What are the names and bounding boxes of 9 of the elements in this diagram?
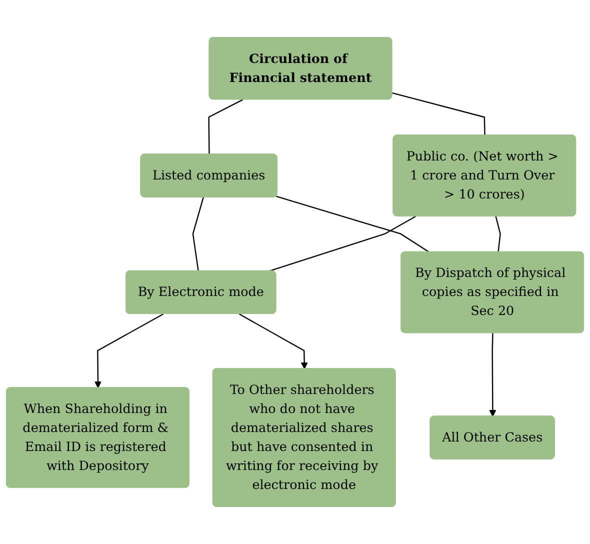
connector bbox=[392, 92, 486, 136]
connector bbox=[208, 99, 244, 154]
arrow bbox=[489, 333, 496, 417]
connector bbox=[276, 196, 430, 253]
arrow bbox=[94, 314, 164, 388]
arrow bbox=[238, 314, 308, 370]
connector bbox=[192, 197, 204, 272]
connector bbox=[495, 216, 501, 252]
connector bbox=[268, 216, 416, 272]
